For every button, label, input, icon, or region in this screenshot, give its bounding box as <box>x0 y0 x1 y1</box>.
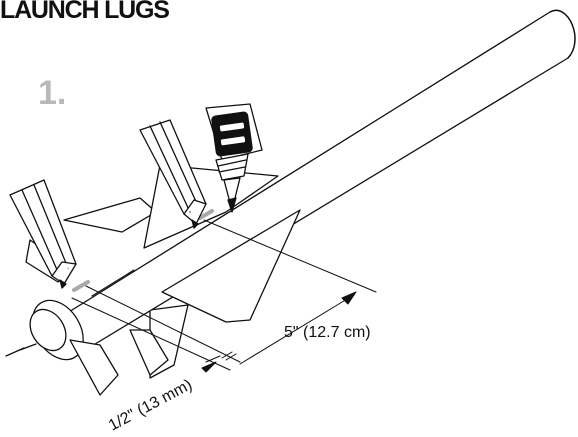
pencil-icon <box>9 179 77 289</box>
lug-position-marks <box>72 209 214 292</box>
launch-lug-slot <box>91 269 135 297</box>
body-tube <box>32 9 576 361</box>
dimension-five-inch: 5" (12.7 cm) <box>284 324 371 341</box>
pencil-icon <box>139 119 207 229</box>
page-title: LAUNCH LUGS <box>0 0 170 24</box>
dimension-half-inch: 1/2" (13 mm) <box>106 376 195 434</box>
step-number: 1. <box>38 74 67 112</box>
measurement-lines <box>71 219 377 373</box>
engine-nozzle <box>5 308 67 357</box>
glue-bottle-icon <box>205 103 263 213</box>
